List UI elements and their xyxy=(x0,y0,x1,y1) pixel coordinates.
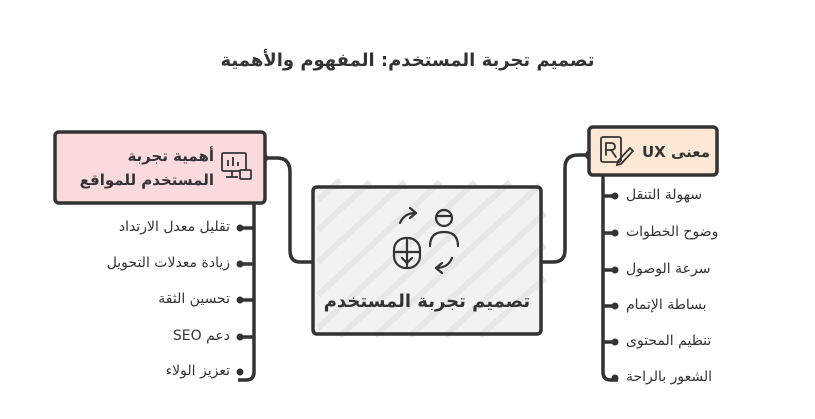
right-trunk xyxy=(601,175,618,382)
prescription-pen-icon xyxy=(600,136,635,167)
center-box xyxy=(311,185,543,336)
diagram-title: تصميم تجربة المستخدم: المفهوم والأهمية xyxy=(220,50,595,71)
user-exchange-icon xyxy=(392,206,460,275)
left-trunk xyxy=(238,203,256,382)
left-branch-box xyxy=(53,130,267,205)
right-item-4: بساطة الإتمام xyxy=(626,297,707,313)
left-bullet xyxy=(236,368,244,376)
right-item-1: سهولة التنقل xyxy=(626,187,702,203)
center-label: تصميم تجربة المستخدم xyxy=(323,291,531,312)
right-bullet xyxy=(611,302,619,310)
left-bullet xyxy=(236,224,244,232)
right-item-ticks xyxy=(603,192,619,382)
left-bullet xyxy=(236,333,244,341)
right-branch-title: معنى UX xyxy=(641,143,710,161)
right-bullet xyxy=(611,192,619,200)
right-item-3: سرعة الوصول xyxy=(626,261,711,277)
right-connector xyxy=(540,153,590,264)
right-bullet xyxy=(611,374,619,382)
left-item-5: تعزيز الولاء xyxy=(165,363,230,379)
right-item-6: الشعور بالراحة xyxy=(626,369,713,385)
left-bullet xyxy=(236,296,244,304)
left-item-ticks xyxy=(236,224,254,376)
left-item-4: دعم SEO xyxy=(172,328,230,344)
right-bullet xyxy=(611,338,619,346)
left-bullet xyxy=(236,260,244,268)
right-item-2: وضوح الخطوات xyxy=(626,224,719,240)
monitor-chart-icon xyxy=(221,152,252,180)
left-item-1: تقليل معدل الارتداد xyxy=(118,219,230,235)
right-bullet xyxy=(611,266,619,274)
right-bullet xyxy=(611,229,619,237)
left-branch-title: أهمية تجربة المستخدم للمواقع xyxy=(79,147,214,189)
right-item-5: تنظيم المحتوى xyxy=(626,333,712,349)
left-connector xyxy=(262,156,313,264)
left-item-3: تحسين الثقة xyxy=(158,291,230,307)
left-item-2: زيادة معدلات التحويل xyxy=(106,255,230,271)
